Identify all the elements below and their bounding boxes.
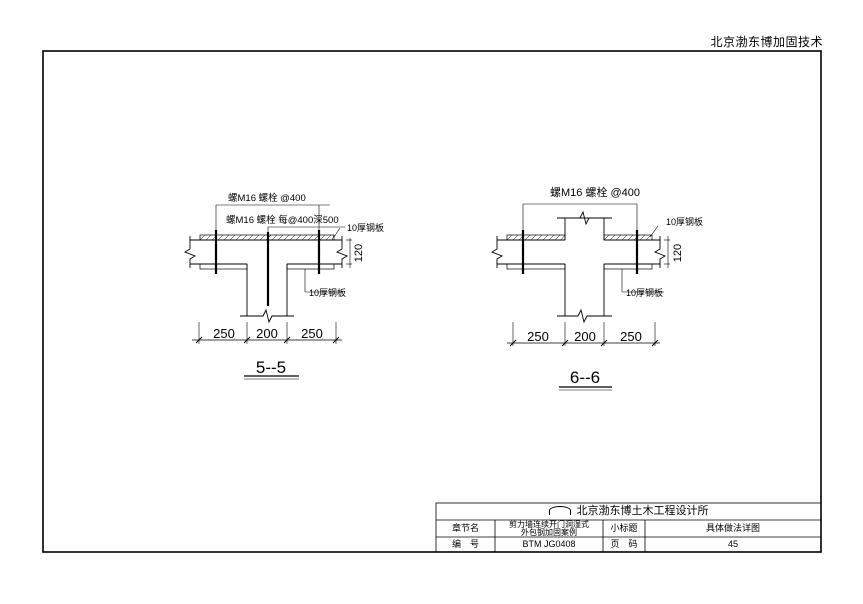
dim-right-5: 250 bbox=[301, 326, 323, 341]
height-dim-5: 120 bbox=[353, 244, 365, 262]
plate-hatch-5 bbox=[199, 234, 335, 241]
hatch-line bbox=[621, 234, 628, 241]
plate-label-bottom-6: 10厚钢板 bbox=[626, 287, 663, 298]
hatch-line bbox=[283, 234, 290, 241]
header-company: 北京渤东博加固技术 bbox=[710, 35, 823, 49]
detail-5-5 bbox=[183, 204, 352, 380]
title-block-grid bbox=[435, 502, 822, 553]
hatch-line bbox=[639, 234, 646, 241]
title-block: 北京渤东博土木工程设计所 章节名 剪力墙连续开门洞湿式 外包钢加固案例 小标题 … bbox=[436, 503, 821, 552]
hatch-line bbox=[199, 234, 206, 241]
hatch-line bbox=[271, 234, 278, 241]
hatch-line bbox=[615, 234, 622, 241]
hatch-line bbox=[241, 234, 248, 241]
hatch-line bbox=[307, 234, 314, 241]
hatch-line bbox=[223, 234, 230, 241]
plate-label-bottom-5: 10厚钢板 bbox=[309, 287, 346, 298]
hatch-line bbox=[645, 234, 652, 241]
number-label: 编 号 bbox=[451, 539, 479, 549]
section-title-6: 6--6 bbox=[570, 368, 600, 387]
anchor-label-top-5: 螺M16 螺栓 @400 bbox=[228, 192, 306, 204]
plate-hatch-6 bbox=[506, 234, 652, 241]
hatch-line bbox=[277, 234, 284, 241]
hatch-line bbox=[295, 234, 302, 241]
hatch-line bbox=[518, 234, 525, 241]
dim-mid-5: 200 bbox=[256, 326, 278, 341]
page-value: 45 bbox=[727, 539, 738, 549]
number-value: BTM JG0408 bbox=[522, 539, 576, 549]
hatch-line bbox=[205, 234, 212, 241]
firm-name: 北京渤东博土木工程设计所 bbox=[576, 505, 709, 517]
hatch-line bbox=[536, 234, 543, 241]
detail-5-5-text: 螺M16 螺栓 @400 螺M16 螺栓 每@400深500 10厚钢板 10厚… bbox=[213, 192, 384, 377]
hatch-line bbox=[211, 234, 218, 241]
hatch-line bbox=[313, 234, 320, 241]
detail-6-6-text: 螺M16 螺栓 @400 10厚钢板 10厚钢板 120 250 200 250… bbox=[527, 185, 703, 387]
hatch-line bbox=[506, 234, 513, 241]
hatch-line bbox=[265, 234, 272, 241]
firm-logo-icon bbox=[548, 506, 571, 515]
hatch-line bbox=[548, 234, 555, 241]
hatch-line bbox=[229, 234, 236, 241]
hatch-line bbox=[633, 234, 640, 241]
title-block-firm: 北京渤东博土木工程设计所 bbox=[436, 503, 821, 520]
dim-right-6: 250 bbox=[620, 329, 642, 344]
hatch-line bbox=[217, 234, 224, 241]
hatch-line bbox=[603, 234, 610, 241]
hatch-line bbox=[554, 234, 561, 241]
hatch-line bbox=[609, 234, 616, 241]
anchor-label-depth-5: 螺M16 螺栓 每@400深500 bbox=[226, 214, 339, 226]
page-label: 页 码 bbox=[610, 539, 638, 549]
hatch-line bbox=[627, 234, 634, 241]
section-name-label: 章节名 bbox=[451, 523, 479, 533]
hatch-line bbox=[530, 234, 537, 241]
sheet-border bbox=[42, 50, 822, 553]
hatch-line bbox=[301, 234, 308, 241]
section-name-value: 剪力墙连续开门洞湿式 外包钢加固案例 bbox=[495, 520, 603, 537]
anchor-label-top-6: 螺M16 螺栓 @400 bbox=[550, 185, 640, 199]
height-dim-6: 120 bbox=[672, 244, 684, 262]
hatch-line bbox=[253, 234, 260, 241]
dim-left-5: 250 bbox=[213, 326, 235, 341]
subtitle-label: 小标题 bbox=[610, 523, 638, 533]
section-name-value-line1: 剪力墙连续开门洞湿式 bbox=[509, 519, 589, 529]
section-name-value-line2: 外包钢加固案例 bbox=[521, 527, 577, 537]
hatch-line bbox=[235, 234, 242, 241]
section-title-5: 5--5 bbox=[256, 358, 286, 377]
hatch-line bbox=[542, 234, 549, 241]
hatch-line bbox=[331, 234, 335, 241]
subtitle-value: 具体做法详图 bbox=[705, 523, 760, 533]
dim-left-6: 250 bbox=[527, 329, 549, 344]
hatch-line bbox=[524, 234, 531, 241]
hatch-line bbox=[512, 234, 519, 241]
dim-mid-6: 200 bbox=[574, 329, 596, 344]
plate-label-right-5: 10厚钢板 bbox=[347, 222, 384, 233]
hatch-line bbox=[325, 234, 332, 241]
hatch-line bbox=[319, 234, 326, 241]
hatch-line bbox=[560, 234, 566, 241]
hatch-line bbox=[259, 234, 266, 241]
hatch-line bbox=[289, 234, 296, 241]
plate-label-right-6: 10厚钢板 bbox=[666, 216, 703, 227]
hatch-line bbox=[247, 234, 254, 241]
